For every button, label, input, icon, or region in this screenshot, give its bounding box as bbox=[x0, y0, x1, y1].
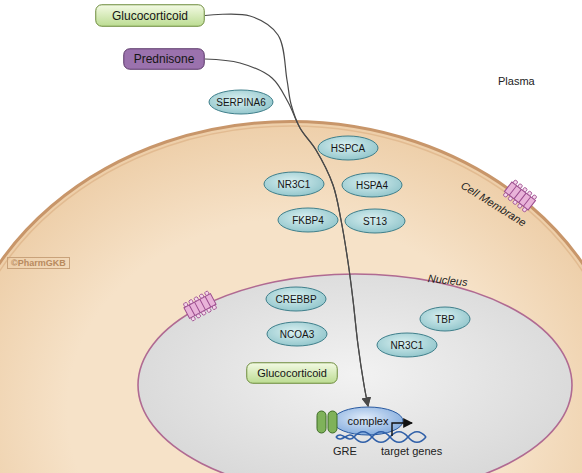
ellipse-shape bbox=[264, 172, 324, 196]
node-label: ST13 bbox=[344, 208, 406, 234]
protein-ellipse: CREBBP bbox=[265, 286, 327, 312]
element-label: GRE bbox=[333, 445, 357, 457]
node-label: HSPA4 bbox=[341, 172, 403, 198]
ellipse-shape bbox=[267, 322, 327, 346]
ellipse-shape bbox=[138, 274, 572, 473]
ellipse-shape bbox=[278, 208, 338, 232]
cell-membrane-inner bbox=[0, 126, 582, 473]
ellipse-shape bbox=[377, 333, 437, 357]
node-label: Prednisone bbox=[123, 48, 205, 70]
ellipse-shape bbox=[345, 209, 405, 233]
protein-ellipse: ST13 bbox=[344, 208, 406, 234]
cell-body: Cell MembraneHSPCANR3C1HSPA4FKBP4ST13Nuc… bbox=[0, 120, 582, 473]
node-label: SERPINA6 bbox=[208, 89, 274, 115]
box-shape bbox=[124, 49, 205, 70]
ellipse-shape bbox=[342, 173, 402, 197]
box-shape bbox=[247, 363, 338, 384]
complex-ellipse: complex bbox=[332, 406, 404, 436]
ellipse-shape bbox=[333, 407, 403, 435]
ellipse-shape bbox=[318, 136, 378, 160]
node-label: NR3C1 bbox=[376, 332, 438, 358]
node-label: FKBP4 bbox=[277, 207, 339, 233]
drug-box: Prednisone bbox=[123, 48, 205, 70]
ellipse-shape bbox=[209, 90, 273, 114]
node-label: NCOA3 bbox=[266, 321, 328, 347]
region-label: Plasma bbox=[498, 75, 535, 87]
protein-ellipse: NR3C1 bbox=[376, 332, 438, 358]
node-label: Glucocorticoid bbox=[95, 4, 205, 27]
node-label: NR3C1 bbox=[263, 171, 325, 197]
node-label: HSPCA bbox=[317, 135, 379, 161]
protein-ellipse: HSPCA bbox=[317, 135, 379, 161]
ellipse-shape bbox=[420, 307, 470, 331]
protein-ellipse: SERPINA6 bbox=[208, 89, 274, 115]
cell-membrane bbox=[0, 122, 582, 473]
drug-box: Glucocorticoid bbox=[95, 4, 205, 27]
node-label: Glucocorticoid bbox=[246, 362, 338, 384]
node-outline bbox=[137, 273, 573, 473]
watermark: ©PharmGKB bbox=[7, 257, 70, 269]
protein-ellipse: NR3C1 bbox=[263, 171, 325, 197]
nucleus-body: NucleusCREBBPTBPNCOA3NR3C1Glucocorticoid… bbox=[137, 273, 573, 473]
node-label: TBP bbox=[419, 306, 471, 332]
protein-ellipse: HSPA4 bbox=[341, 172, 403, 198]
drug-box: Glucocorticoid bbox=[246, 362, 338, 384]
protein-ellipse: FKBP4 bbox=[277, 207, 339, 233]
node-label: complex bbox=[332, 406, 404, 436]
protein-ellipse: TBP bbox=[419, 306, 471, 332]
box-shape bbox=[96, 5, 205, 27]
ellipse-shape bbox=[266, 287, 326, 311]
protein-ellipse: NCOA3 bbox=[266, 321, 328, 347]
node-label: CREBBP bbox=[265, 286, 327, 312]
element-label: target genes bbox=[381, 445, 442, 457]
